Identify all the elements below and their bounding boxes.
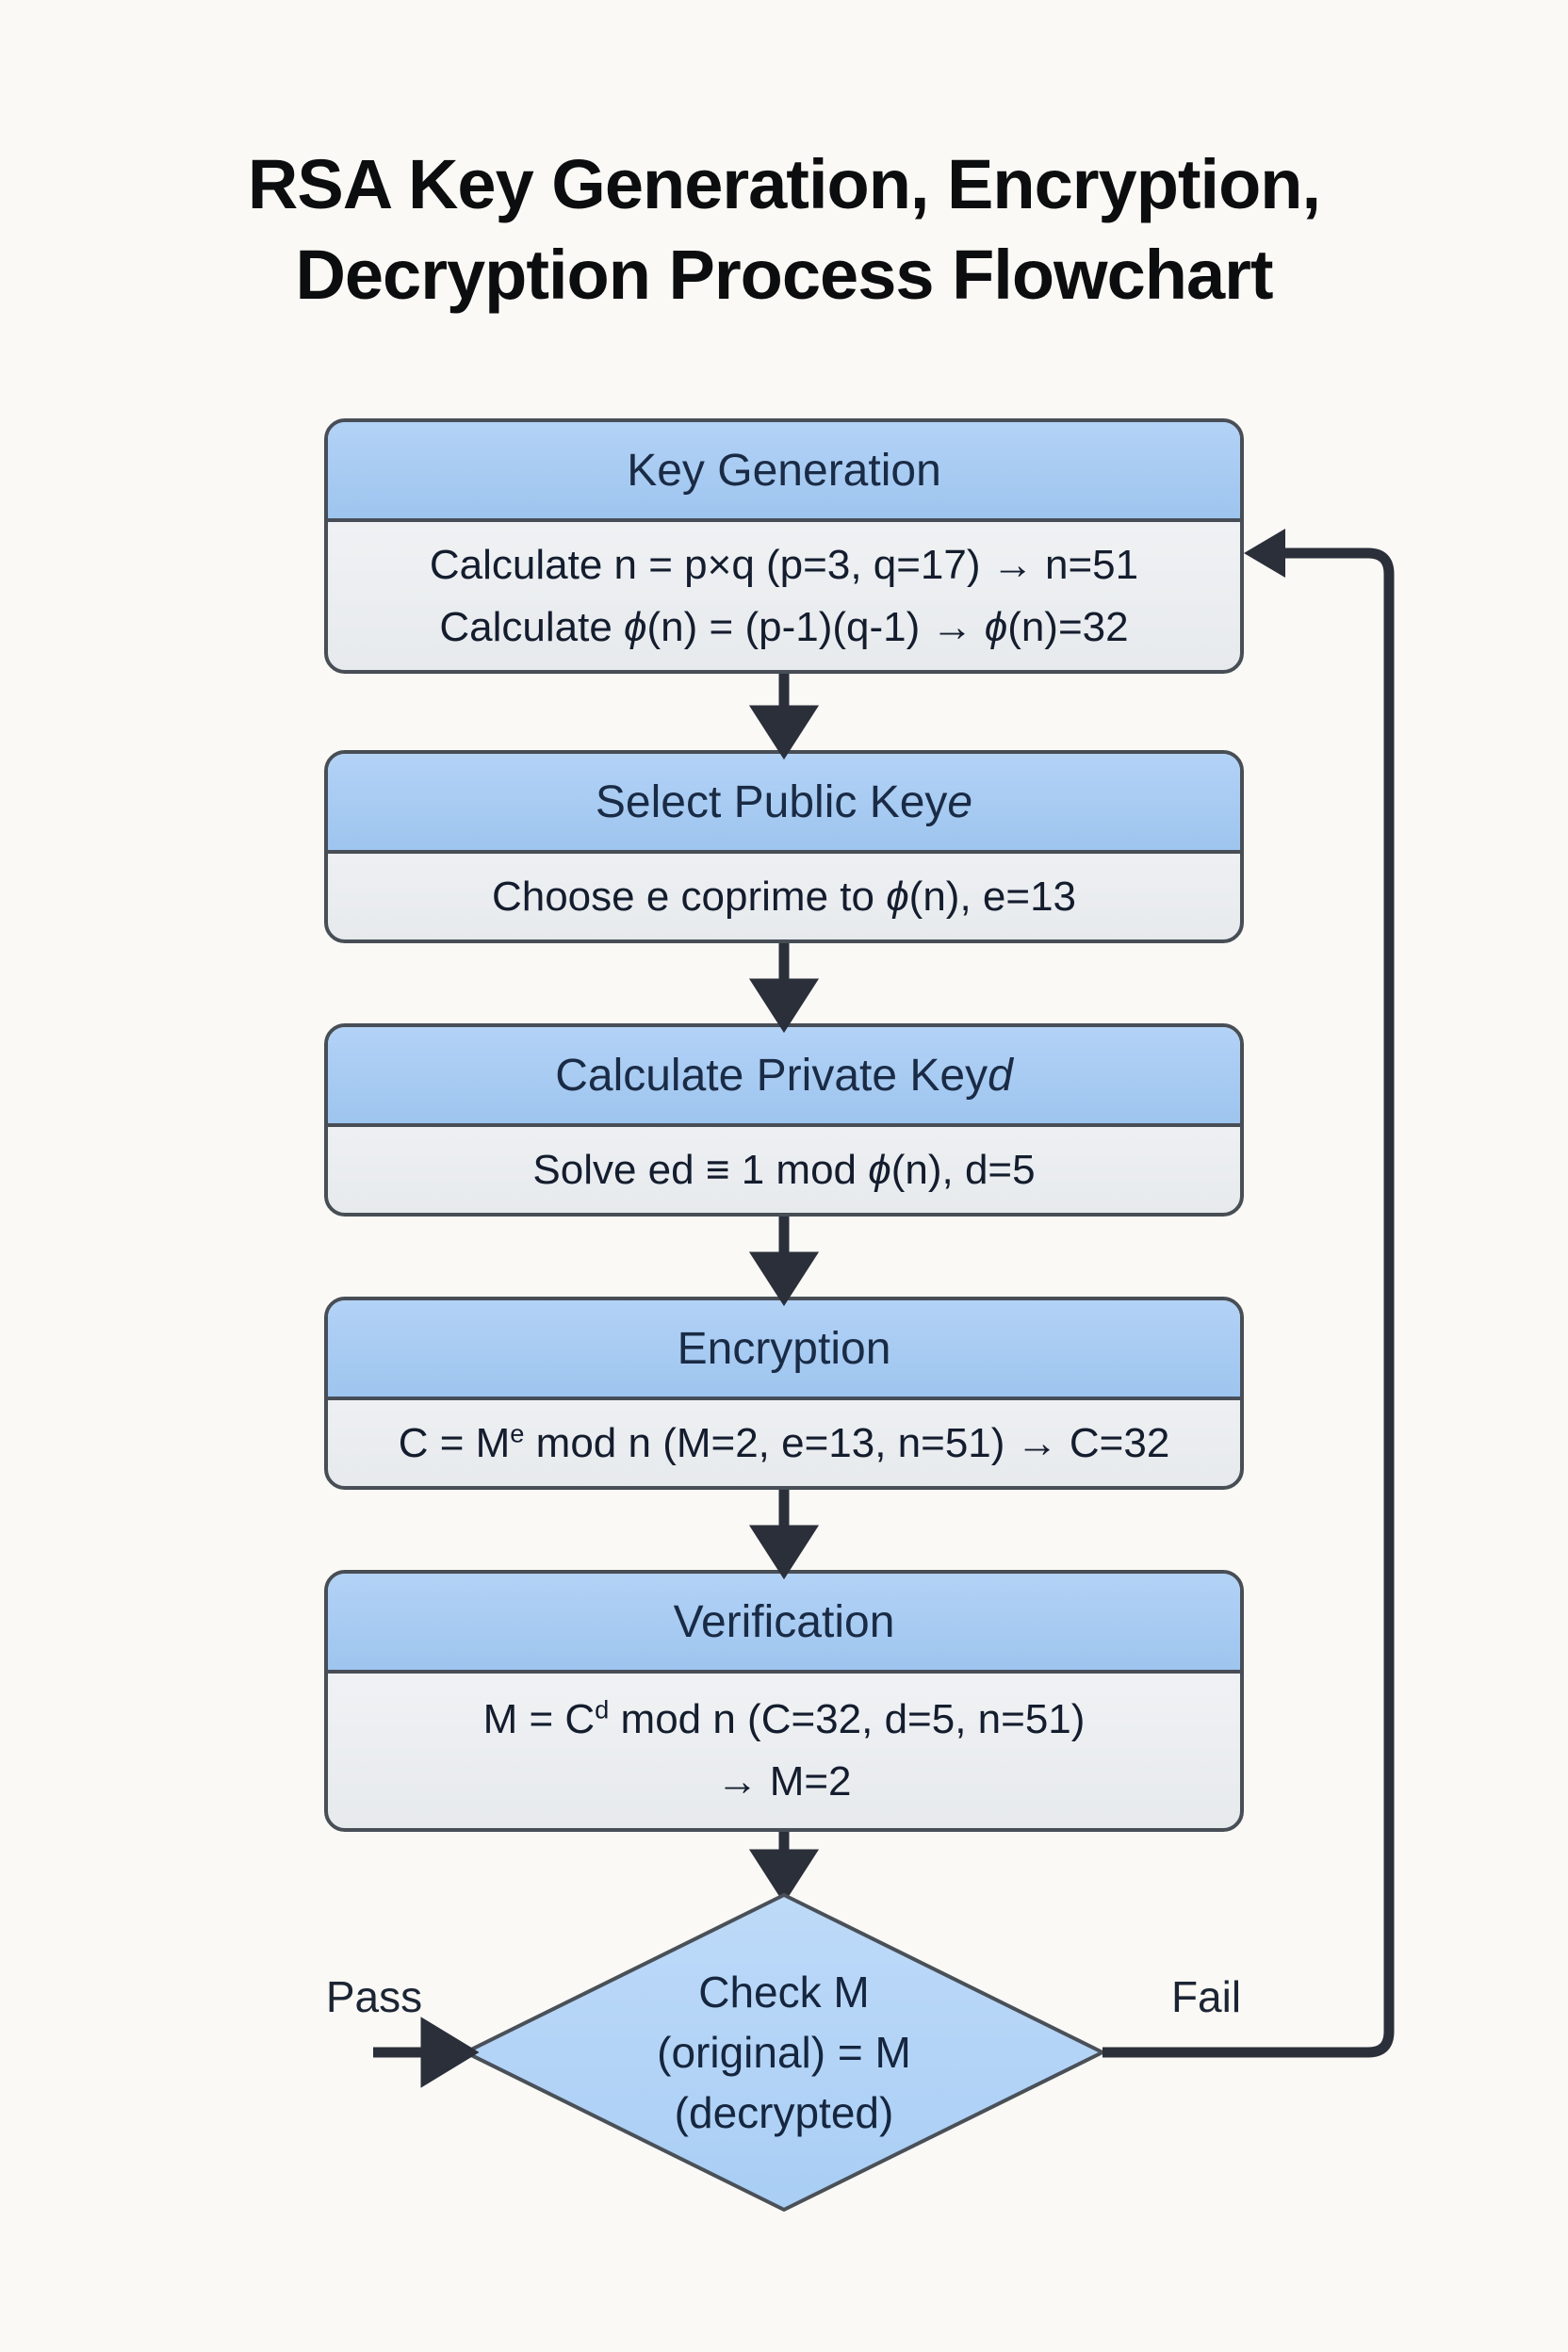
node-select-public-key-e-title: Select Public Key e	[328, 754, 1240, 854]
node-key-generation: Key Generation Calculate n = p×q (p=3, q…	[324, 418, 1244, 674]
arrowhead-down-icon	[748, 1251, 820, 1307]
node-calculate-private-key-d-title: Calculate Private Key d	[328, 1027, 1240, 1127]
arrowhead-down-icon	[748, 978, 820, 1034]
pass-label: Pass	[325, 1972, 423, 2021]
node-calculate-private-key-d-body: Solve ed ≡ 1 mod ϕ(n), d=5	[328, 1127, 1240, 1213]
node-key-generation-body: Calculate n = p×q (p=3, q=17) → n=51 Cal…	[328, 522, 1240, 670]
page-title-line-2: Decryption Process Flowchart	[295, 236, 1273, 315]
node-calculate-private-key-d: Calculate Private Key d Solve ed ≡ 1 mod…	[324, 1023, 1244, 1217]
body-line: Calculate n = p×q (p=3, q=17) → n=51	[429, 541, 1139, 588]
arrowhead-down-icon	[748, 1849, 820, 1904]
fail-label: Fail	[1170, 1972, 1242, 2021]
arrowhead-down-icon	[748, 705, 820, 760]
node-verification: Verification M = Cd mod n (C=32, d=5, n=…	[324, 1570, 1244, 1832]
decision-line: (original) = M	[657, 2028, 911, 2077]
decision-line: Check M	[698, 1968, 870, 2017]
body-line: Choose e coprime to ϕ(n), e=13	[491, 873, 1077, 920]
page-title: RSA Key Generation, Encryption, Decrypti…	[0, 139, 1568, 320]
body-line: Calculate ϕ(n) = (p-1)(q-1) → ϕ(n)=32	[439, 603, 1129, 650]
body-line: → M=2	[716, 1758, 852, 1805]
body-line: M = Cd mod n (C=32, d=5, n=51)	[482, 1694, 1086, 1742]
node-encryption-title: Encryption	[328, 1300, 1240, 1400]
node-key-generation-title: Key Generation	[328, 422, 1240, 522]
page-title-line-1: RSA Key Generation, Encryption,	[247, 145, 1321, 223]
node-select-public-key-e-body: Choose e coprime to ϕ(n), e=13	[328, 854, 1240, 939]
node-encryption: Encryption C = Me mod n (M=2, e=13, n=51…	[324, 1297, 1244, 1490]
node-encryption-body: C = Me mod n (M=2, e=13, n=51) → C=32	[328, 1400, 1240, 1486]
arrowhead-right-icon	[420, 2017, 480, 2088]
decision-label: Check M (original) = M (decrypted)	[558, 1962, 1010, 2143]
arrowhead-down-icon	[748, 1525, 820, 1580]
decision-diamond	[464, 1893, 1104, 2212]
body-line: C = Me mod n (M=2, e=13, n=51) → C=32	[398, 1417, 1170, 1466]
body-line: Solve ed ≡ 1 mod ϕ(n), d=5	[532, 1146, 1036, 1193]
edge-fail-loop	[1102, 547, 1395, 2058]
arrowhead-left-icon	[1244, 529, 1285, 578]
decision-line: (decrypted)	[674, 2088, 894, 2137]
node-verification-body: M = Cd mod n (C=32, d=5, n=51) → M=2	[328, 1674, 1240, 1828]
node-verification-title: Verification	[328, 1574, 1240, 1674]
